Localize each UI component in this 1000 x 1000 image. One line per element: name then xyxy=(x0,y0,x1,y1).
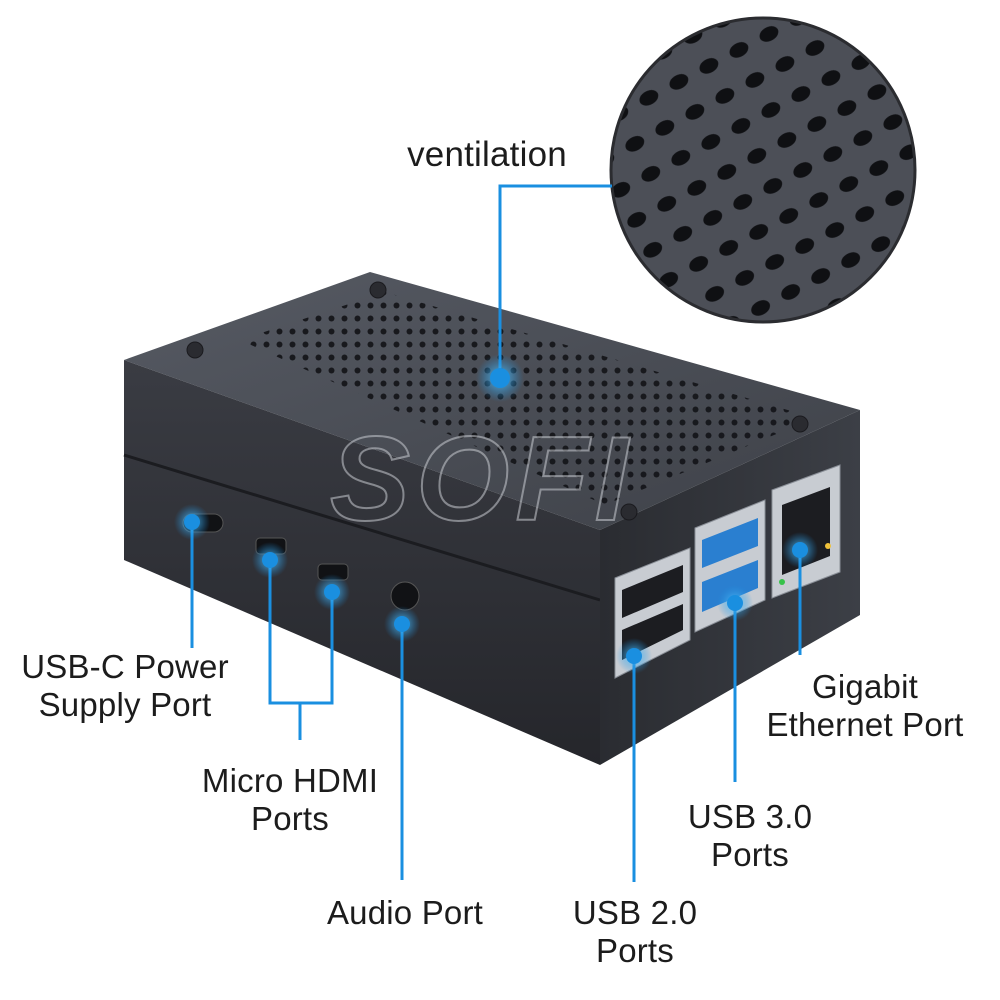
label-usbc-power: USB-C Power Supply Port xyxy=(10,648,240,724)
callout-dots xyxy=(174,354,818,674)
dot-usb2 xyxy=(626,648,642,664)
label-eth-line2: Ethernet Port xyxy=(766,706,964,743)
ventilation-zoom-circle xyxy=(609,16,917,324)
screw xyxy=(791,415,809,433)
dot-usb3 xyxy=(727,595,743,611)
dot-audio xyxy=(394,616,410,632)
label-usb3-line2: Ports xyxy=(710,836,790,873)
label-usb2-line1: USB 2.0 xyxy=(572,894,698,931)
audio-port xyxy=(390,581,420,611)
watermark: SOFI xyxy=(330,412,634,546)
label-eth-line1: Gigabit xyxy=(812,668,918,705)
lid-seam xyxy=(123,453,601,602)
dot-ethernet xyxy=(792,542,808,558)
label-hdmi-line2: Ports xyxy=(250,800,330,837)
label-audio-text: Audio Port xyxy=(326,894,484,931)
label-micro-hdmi: Micro HDMI Ports xyxy=(180,762,400,838)
label-ventilation-text: ventilation xyxy=(407,135,567,174)
label-usb3-line1: USB 3.0 xyxy=(687,798,813,835)
callout-lines xyxy=(190,184,802,882)
label-ventilation: ventilation xyxy=(372,136,602,174)
callout-line-ventilation xyxy=(498,184,612,378)
dot-hdmi-1 xyxy=(262,552,278,568)
label-usb2-line2: Ports xyxy=(595,932,675,969)
label-usbc-line1: USB-C Power xyxy=(21,648,229,685)
label-usb2-ports: USB 2.0 Ports xyxy=(545,894,725,970)
label-hdmi-line1: Micro HDMI xyxy=(201,762,379,799)
screw xyxy=(620,503,638,521)
dot-usbc xyxy=(184,514,200,530)
dot-hdmi-2 xyxy=(324,584,340,600)
label-gigabit-ethernet: Gigabit Ethernet Port xyxy=(745,668,985,744)
label-usb3-ports: USB 3.0 Ports xyxy=(660,798,840,874)
top-ventilation-grid xyxy=(240,292,815,505)
screw xyxy=(369,281,387,299)
label-audio-port: Audio Port xyxy=(300,894,510,932)
case-front-face xyxy=(124,360,600,765)
label-usbc-line2: Supply Port xyxy=(38,686,212,723)
screw xyxy=(186,341,204,359)
dot-ventilation xyxy=(490,368,510,388)
screws xyxy=(186,281,809,521)
